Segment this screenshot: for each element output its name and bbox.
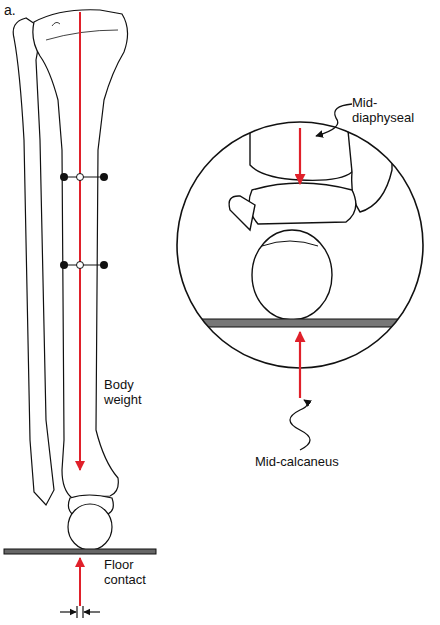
callout-label: Body weight [104,378,156,408]
bones [13,10,127,550]
load-arrow [299,128,301,184]
leader-line [290,400,310,450]
reaction-arrow [79,558,81,606]
floor [4,549,156,554]
reaction-arrow [299,332,301,398]
callout-label: Mid-calcaneus [255,455,375,470]
section-markers [60,173,108,269]
inset-circle [177,122,423,368]
load-line [79,12,81,470]
offset-arrows [60,606,100,618]
callout-label: Mid-diaphyseal [352,96,436,126]
callout-label: a. [4,2,16,18]
leader-line [316,104,352,136]
callout-label: Floor contact [104,558,154,588]
inset-detail [170,110,430,327]
